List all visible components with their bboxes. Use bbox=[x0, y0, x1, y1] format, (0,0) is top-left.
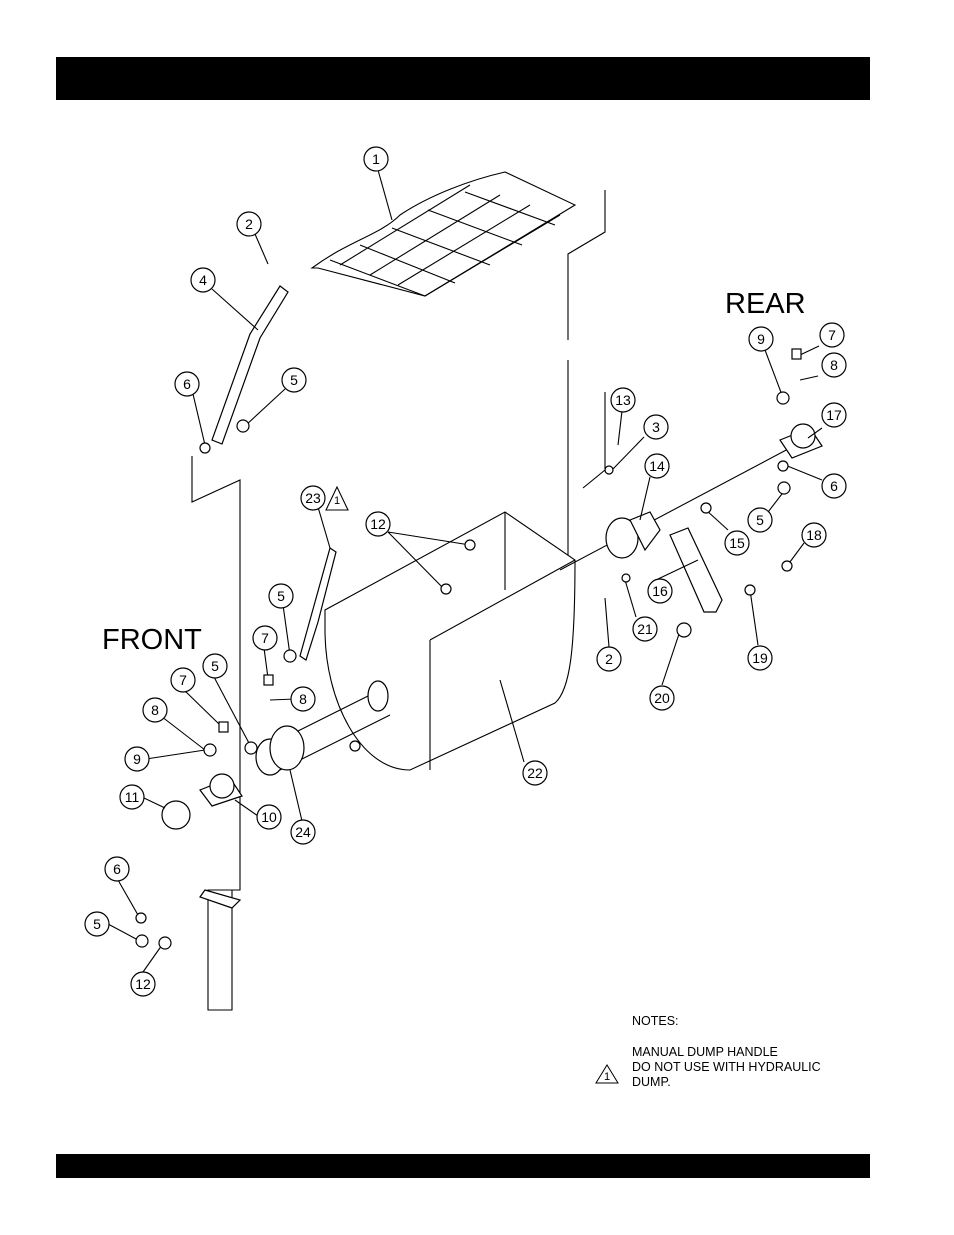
svg-text:7: 7 bbox=[828, 327, 836, 343]
svg-text:17: 17 bbox=[826, 407, 842, 423]
svg-text:6: 6 bbox=[183, 376, 191, 392]
note-line: DUMP. bbox=[632, 1075, 872, 1090]
svg-text:11: 11 bbox=[125, 789, 140, 805]
callout-bubble: 8 bbox=[822, 353, 846, 377]
svg-text:5: 5 bbox=[756, 512, 764, 528]
svg-text:1: 1 bbox=[334, 495, 340, 507]
callout-bubble: 19 bbox=[748, 646, 772, 670]
svg-text:15: 15 bbox=[729, 535, 745, 551]
notes-title: NOTES: bbox=[632, 1014, 679, 1029]
front-label: FRONT bbox=[102, 624, 202, 656]
svg-text:16: 16 bbox=[652, 583, 668, 599]
svg-text:7: 7 bbox=[179, 672, 187, 688]
callout-bubble: 5 bbox=[282, 368, 306, 392]
leader-lines bbox=[108, 170, 822, 972]
grate-guard bbox=[312, 172, 575, 296]
callout-bubble: 24 bbox=[291, 820, 315, 844]
svg-text:8: 8 bbox=[151, 702, 159, 718]
svg-text:2: 2 bbox=[605, 651, 613, 667]
svg-text:14: 14 bbox=[649, 458, 665, 474]
callout-bubble: 5 bbox=[85, 912, 109, 936]
svg-text:4: 4 bbox=[199, 272, 207, 288]
callout-bubble: 5 bbox=[203, 654, 227, 678]
svg-text:5: 5 bbox=[211, 658, 219, 674]
svg-text:9: 9 bbox=[133, 751, 141, 767]
note-line: MANUAL DUMP HANDLE bbox=[632, 1045, 872, 1060]
callout-bubble: 10 bbox=[257, 805, 281, 829]
callout-bubble: 4 bbox=[191, 268, 215, 292]
callout-bubble: 8 bbox=[143, 698, 167, 722]
callout-bubble: 17 bbox=[822, 403, 846, 427]
svg-text:22: 22 bbox=[527, 765, 543, 781]
callout-bubble: 15 bbox=[725, 531, 749, 555]
svg-text:24: 24 bbox=[295, 824, 311, 840]
svg-text:20: 20 bbox=[654, 690, 670, 706]
callout-bubble: 12 bbox=[131, 972, 155, 996]
callout-bubble: 7 bbox=[171, 668, 195, 692]
svg-text:21: 21 bbox=[637, 621, 653, 637]
note-warning-triangle-icon: 1 bbox=[594, 1063, 620, 1085]
svg-text:7: 7 bbox=[261, 630, 269, 646]
callout-bubble: 13 bbox=[611, 388, 635, 412]
svg-text:18: 18 bbox=[806, 527, 822, 543]
svg-text:5: 5 bbox=[93, 916, 101, 932]
callout-bubble: 22 bbox=[523, 761, 547, 785]
callout-bubble: 9 bbox=[125, 747, 149, 771]
callout-bubble: 14 bbox=[645, 454, 669, 478]
pillow-block-front-bore bbox=[210, 774, 234, 798]
svg-text:6: 6 bbox=[113, 861, 121, 877]
svg-text:5: 5 bbox=[277, 588, 285, 604]
svg-text:1: 1 bbox=[372, 151, 380, 167]
mixing-drum bbox=[325, 512, 575, 770]
note-line: DO NOT USE WITH HYDRAULIC bbox=[632, 1060, 872, 1075]
svg-text:19: 19 bbox=[752, 650, 768, 666]
dump-handle-lower bbox=[300, 548, 336, 660]
note-1-text: MANUAL DUMP HANDLE DO NOT USE WITH HYDRA… bbox=[632, 1045, 872, 1090]
frame-outline bbox=[192, 190, 605, 1010]
callout-bubble: 23 bbox=[301, 486, 325, 510]
svg-text:3: 3 bbox=[652, 419, 660, 435]
svg-text:23: 23 bbox=[305, 490, 321, 506]
callout-bubble: 7 bbox=[253, 626, 277, 650]
end-cap bbox=[162, 801, 190, 829]
callout-bubble: 5 bbox=[748, 508, 772, 532]
callout-bubble: 11 bbox=[120, 785, 144, 809]
callout-bubble: 18 bbox=[802, 523, 826, 547]
callout-bubble: 5 bbox=[269, 584, 293, 608]
callout-bubble: 8 bbox=[291, 687, 315, 711]
svg-text:5: 5 bbox=[290, 372, 298, 388]
callout-bubble: 2 bbox=[237, 212, 261, 236]
callout-bubble: 2 bbox=[597, 647, 621, 671]
callout-bubble: 3 bbox=[644, 415, 668, 439]
callout-bubble: 21 bbox=[633, 617, 657, 641]
hardware bbox=[136, 349, 801, 949]
callout-bubble: 7 bbox=[820, 323, 844, 347]
caution-triangle-marker: 1 bbox=[326, 487, 348, 510]
leg-bracket bbox=[200, 890, 240, 908]
svg-text:1: 1 bbox=[604, 1071, 610, 1083]
dump-handle-upper bbox=[212, 286, 288, 444]
callout-bubble: 6 bbox=[105, 857, 129, 881]
callout-bubble: 6 bbox=[822, 474, 846, 498]
callout-bubble: 20 bbox=[650, 686, 674, 710]
callout-bubble: 12 bbox=[366, 512, 390, 536]
svg-text:10: 10 bbox=[261, 809, 277, 825]
svg-text:13: 13 bbox=[615, 392, 631, 408]
front-shaft bbox=[256, 681, 390, 775]
callout-bubble: 6 bbox=[175, 372, 199, 396]
svg-text:8: 8 bbox=[830, 357, 838, 373]
svg-text:2: 2 bbox=[245, 216, 253, 232]
callout-bubble: 1 bbox=[364, 147, 388, 171]
callout-bubble: 9 bbox=[749, 327, 773, 351]
rear-label: REAR bbox=[725, 288, 806, 320]
svg-text:6: 6 bbox=[830, 478, 838, 494]
svg-text:12: 12 bbox=[135, 976, 151, 992]
svg-text:8: 8 bbox=[299, 691, 307, 707]
svg-text:12: 12 bbox=[370, 516, 386, 532]
callout-bubble: 16 bbox=[648, 579, 672, 603]
svg-text:9: 9 bbox=[757, 331, 765, 347]
